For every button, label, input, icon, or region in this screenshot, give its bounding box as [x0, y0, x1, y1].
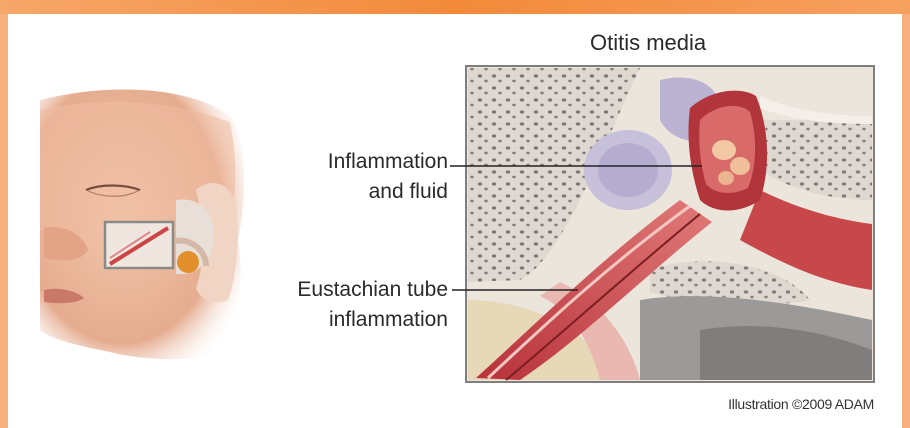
label-eustachian-line1: Eustachian tube — [297, 278, 448, 302]
illustration-title: Otitis media — [590, 30, 706, 56]
label-eustachian-line2: inflammation — [329, 308, 448, 332]
label-inflammation-line1: Inflammation — [328, 150, 448, 174]
label-inflammation-line2: and fluid — [369, 180, 448, 204]
illustration-credit: Illustration ©2009 ADAM — [728, 396, 874, 412]
ear-cross-section-illustration — [466, 66, 874, 382]
inset-highlight-box — [105, 222, 173, 268]
